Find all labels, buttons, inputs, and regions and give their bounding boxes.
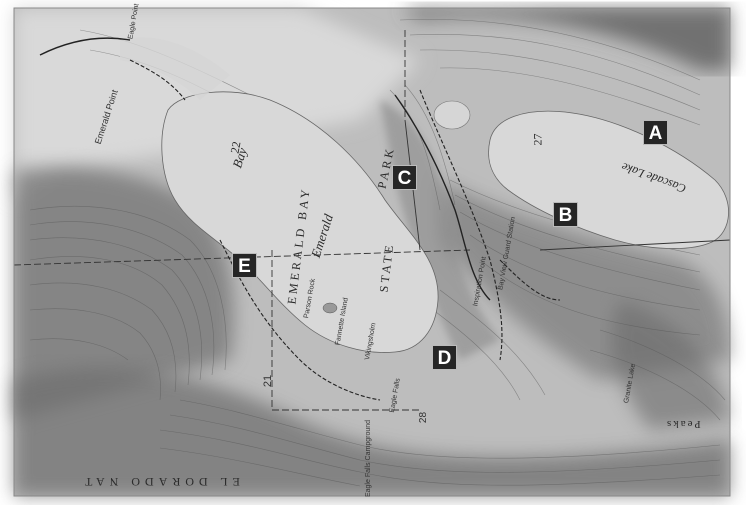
marker-e: E xyxy=(232,253,257,278)
contour-lines xyxy=(29,18,726,487)
emerald-bay-water xyxy=(161,91,439,353)
small-pond xyxy=(433,100,471,130)
label-bay-depth: 22 xyxy=(227,140,244,155)
bay-channel xyxy=(120,37,230,100)
marker-c: C xyxy=(392,165,417,190)
label-section-21: 21 xyxy=(262,374,275,388)
label-peaks: Peaks xyxy=(665,418,701,430)
ridge-shade-northeast xyxy=(400,8,730,70)
marker-b: B xyxy=(553,202,578,227)
fannette-island-shape xyxy=(322,302,338,314)
ridge-shade-southeast xyxy=(611,300,730,430)
section-lines xyxy=(13,30,471,411)
cascade-lake-water xyxy=(488,110,729,249)
ridge-shade-south xyxy=(14,367,730,496)
map-frame xyxy=(13,7,731,497)
label-section-28: 28 xyxy=(418,411,430,424)
marker-d: D xyxy=(432,345,457,370)
label-el-dorado-nat: EL DORADO NAT xyxy=(80,475,240,489)
highway xyxy=(39,37,491,301)
marker-a: A xyxy=(643,120,668,145)
label-lake-depth: 27 xyxy=(530,133,545,146)
ridge-shade-west xyxy=(14,166,234,420)
label-eagle-falls-campground: Eagle Falls Campground xyxy=(365,419,373,498)
